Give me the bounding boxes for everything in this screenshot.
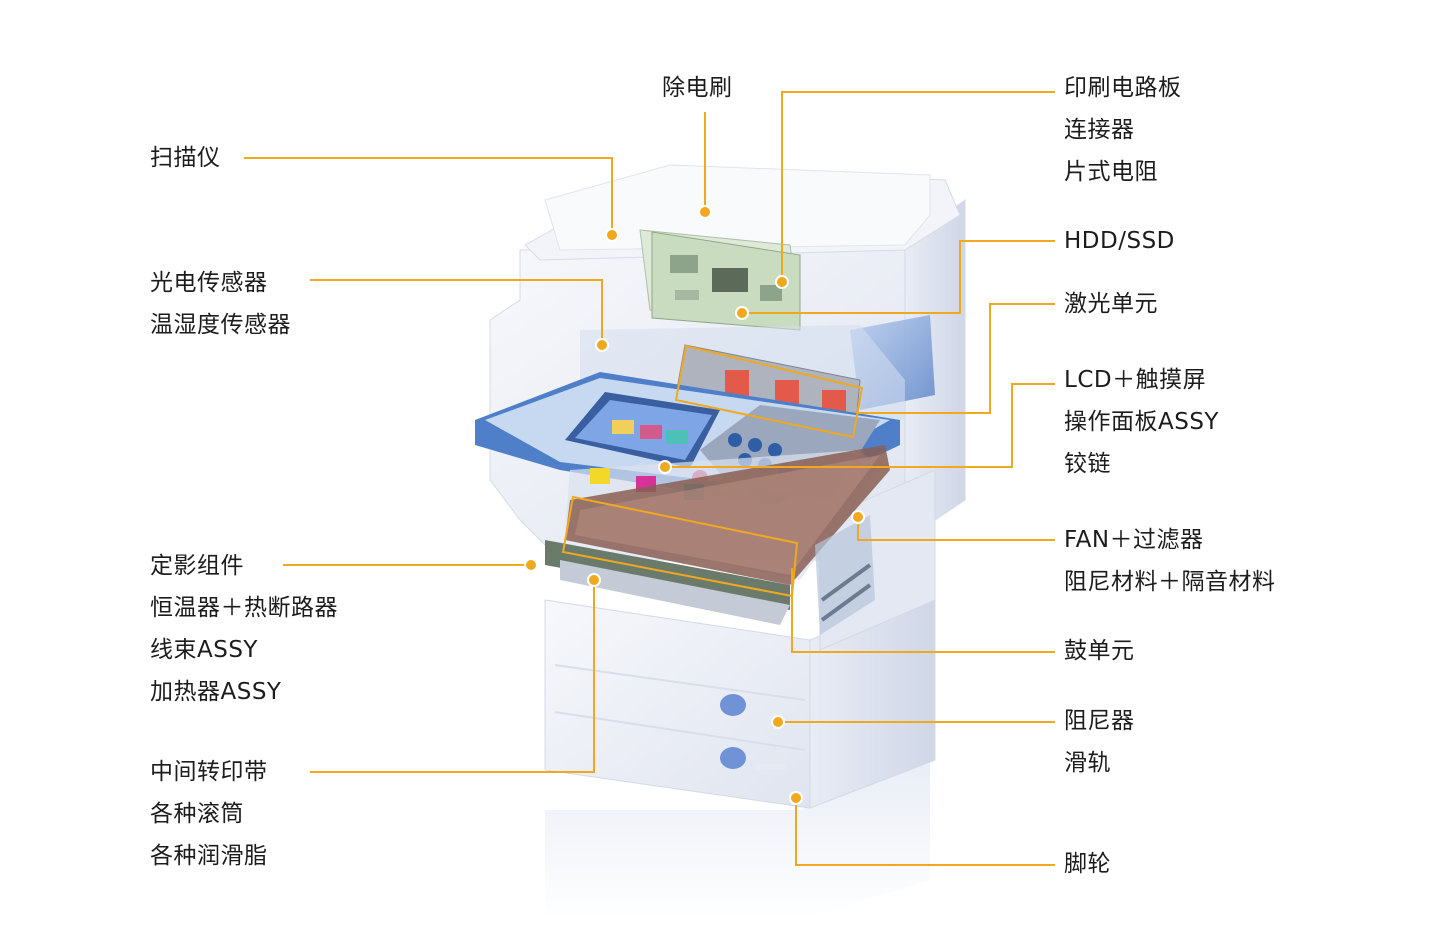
label-line: 片式电阻 bbox=[1064, 159, 1158, 185]
label-line: 各种润滑脂 bbox=[150, 843, 268, 869]
label-line: 各种滚筒 bbox=[150, 801, 244, 827]
label-line: 铰链 bbox=[1064, 451, 1111, 477]
label-line: LCD＋触摸屏 bbox=[1064, 367, 1207, 393]
drum-unit bbox=[545, 445, 890, 625]
anchor-dots bbox=[524, 205, 865, 805]
label-caster: 脚轮 bbox=[1064, 843, 1111, 885]
paper-cabinet bbox=[544, 589, 936, 809]
label-line: 线束ASSY bbox=[150, 637, 258, 663]
label-drum: 鼓单元 bbox=[1064, 630, 1135, 672]
label-line: 脚轮 bbox=[1064, 851, 1111, 877]
label-line: 连接器 bbox=[1064, 117, 1135, 143]
label-line: FAN＋过滤器 bbox=[1064, 527, 1204, 553]
label-damper: 阻尼器 滑轨 bbox=[1064, 700, 1135, 784]
label-line: 鼓单元 bbox=[1064, 638, 1135, 664]
label-fuser: 定影组件 恒温器＋热断路器 线束ASSY 加热器ASSY bbox=[150, 545, 338, 713]
label-line: 光电传感器 bbox=[150, 270, 268, 296]
label-line: 中间转印带 bbox=[150, 759, 268, 785]
label-pcb: 印刷电路板 连接器 片式电阻 bbox=[1064, 67, 1182, 193]
label-line: 加热器ASSY bbox=[150, 679, 282, 705]
label-hdd: HDD/SSD bbox=[1064, 220, 1175, 262]
label-remove-brush: 除电刷 bbox=[662, 67, 733, 109]
label-line: 除电刷 bbox=[662, 75, 733, 101]
label-line: 操作面板ASSY bbox=[1064, 409, 1219, 435]
label-line: 扫描仪 bbox=[150, 145, 221, 171]
label-line: 温湿度传感器 bbox=[150, 312, 291, 338]
label-panel: LCD＋触摸屏 操作面板ASSY 铰链 bbox=[1064, 359, 1219, 485]
label-line: HDD/SSD bbox=[1064, 228, 1175, 254]
label-line: 印刷电路板 bbox=[1064, 75, 1182, 101]
label-line: 阻尼器 bbox=[1064, 708, 1135, 734]
label-belt: 中间转印带 各种滚筒 各种润滑脂 bbox=[150, 751, 268, 877]
label-fan: FAN＋过滤器 阻尼材料＋隔音材料 bbox=[1064, 519, 1276, 603]
label-line: 阻尼材料＋隔音材料 bbox=[1064, 569, 1276, 595]
circuit-board bbox=[651, 231, 801, 331]
label-scanner: 扫描仪 bbox=[150, 137, 221, 179]
label-sensors: 光电传感器 温湿度传感器 bbox=[150, 262, 291, 346]
label-line: 恒温器＋热断路器 bbox=[150, 595, 338, 621]
floor-reflection bbox=[545, 760, 930, 920]
label-line: 滑轨 bbox=[1064, 750, 1111, 776]
label-line: 激光单元 bbox=[1064, 291, 1158, 317]
label-line: 定影组件 bbox=[150, 553, 244, 579]
fuser-rollers bbox=[815, 515, 875, 635]
leader-lines bbox=[244, 91, 1055, 866]
label-laser: 激光单元 bbox=[1064, 283, 1158, 325]
